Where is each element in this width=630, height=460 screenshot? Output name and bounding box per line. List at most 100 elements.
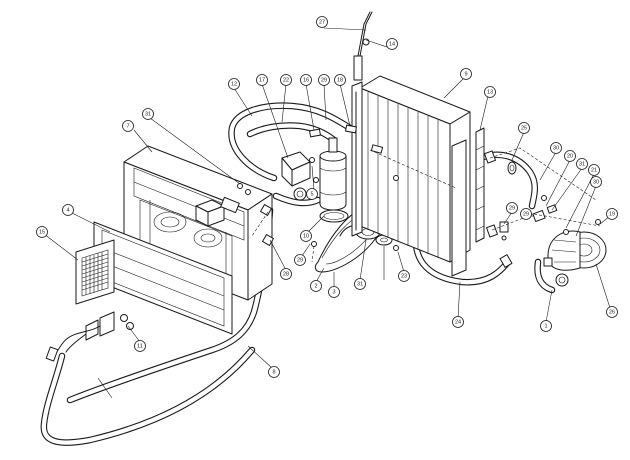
callout-label: 19 [609,211,615,217]
callout-label: 29 [509,205,515,211]
callout-label: 11 [137,343,143,349]
callout-label: 9 [464,71,467,77]
callout-1: 1 [540,320,552,332]
accumulator [319,137,349,223]
callout-circle [606,208,618,220]
callout-label: 7 [126,123,129,129]
callout-circle [386,38,398,50]
callout-circle [540,320,552,332]
callout-31: 31 [354,278,366,290]
callout-label: 22 [283,77,289,83]
callout-label: 29 [297,257,303,263]
callout-25: 25 [518,122,530,134]
callout-label: 24 [455,319,461,325]
callout-label: 21 [591,167,597,173]
callout-label: 3 [332,289,335,295]
callout-label: 13 [487,89,493,95]
callout-label: 23 [401,273,407,279]
callout-circle [576,158,588,170]
callout-17: 17 [256,74,268,86]
callout-30: 30 [550,142,562,154]
callout-label: 29 [321,77,327,83]
callout-circle [36,226,48,238]
callout-circle [590,176,602,188]
callout-label: 14 [389,41,395,47]
callout-29: 29 [506,202,518,214]
callout-circle [300,74,312,86]
callout-circle [564,150,576,162]
callout-circle [328,286,340,298]
callout-3: 3 [328,286,340,298]
callout-label: 31 [357,281,363,287]
callout-15: 15 [36,226,48,238]
callout-26: 26 [606,306,618,318]
callout-19: 19 [606,208,618,220]
callout-16: 16 [300,74,312,86]
expansion-valve [281,124,384,201]
callout-label: 30 [553,145,559,151]
callout-7: 7 [122,120,134,132]
callout-label: 25 [521,125,527,131]
callout-circle [550,142,562,154]
callout-circle [318,74,330,86]
callout-circle [256,74,268,86]
callout-circle [588,164,600,176]
callout-label: 8 [272,369,275,375]
callout-21: 21 [588,164,600,176]
callout-29: 29 [318,74,330,86]
callout-circle [606,306,618,318]
callout-label: 30 [593,179,599,185]
callout-circle [484,86,496,98]
control-harness-15 [45,311,134,362]
callout-label: 26 [609,309,615,315]
callout-label: 2 [314,283,317,289]
callout-8: 8 [268,366,280,378]
grille-4 [75,239,115,305]
callout-circle [228,78,240,90]
callout-circle [268,366,280,378]
callout-circle [310,280,322,292]
callout-circle [300,230,312,242]
callout-label: 31 [579,161,585,167]
callout-label: 17 [259,77,265,83]
callout-label: 10 [303,233,309,239]
callout-label: 16 [303,77,309,83]
callout-circle [142,108,154,120]
callout-23: 23 [398,270,410,282]
callout-label: 31 [145,111,151,117]
callout-circle [520,208,532,220]
callout-circle [334,74,346,86]
callout-circle [518,122,530,134]
callout-31: 31 [576,158,588,170]
callout-label: 1 [544,323,547,329]
callout-31: 31 [142,108,154,120]
callout-30: 30 [590,176,602,188]
callout-circle [460,68,472,80]
callout-label: 12 [231,81,237,87]
callout-4: 4 [62,204,74,216]
callout-label: 29 [523,211,529,217]
callout-2: 2 [310,280,322,292]
callout-10: 10 [300,230,312,242]
leader-lines [43,27,611,399]
assembly-lines [251,147,601,263]
evaporator-housing-7 [123,145,273,301]
callout-label: 27 [319,19,325,25]
callout-18: 18 [334,74,346,86]
callout-circle [294,254,306,266]
compressor-1 [543,230,607,287]
callout-circle [452,316,464,328]
callout-circle [506,202,518,214]
callout-29: 29 [520,208,532,220]
callout-12: 12 [228,78,240,90]
callout-29: 29 [294,254,306,266]
callout-label: 5 [310,191,313,197]
callout-circle [280,268,292,280]
callout-circle [316,16,328,28]
callout-14: 14 [386,38,398,50]
callout-circle [122,120,134,132]
callout-label: 20 [567,153,573,159]
callout-label: 15 [39,229,45,235]
